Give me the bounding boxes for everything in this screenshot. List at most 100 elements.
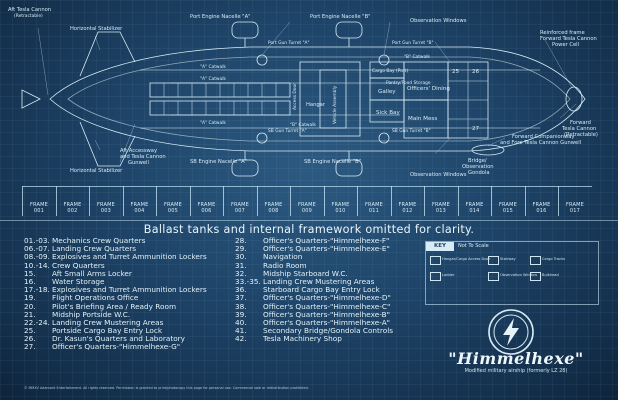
key-box: KEY Not To Scale Hangar/Cargo Access Doo…	[425, 241, 599, 305]
legend-row: 33.-35.Landing Crew Mustering Areas	[235, 277, 393, 286]
logo-subtitle: Modified military airship (formerly LZ 2…	[464, 368, 568, 374]
legend-number: 36.	[235, 285, 247, 295]
legend-row: 38. Officer's Quarters-"Himmelhexe-C"	[235, 301, 393, 311]
power-cell	[565, 86, 583, 112]
legend-text: Officer's Quarters-"Himmelhexe-C"	[263, 301, 391, 311]
frame-label: FRAME	[197, 202, 216, 208]
frame-number: 003	[100, 208, 112, 214]
label-observation-top: Observation Windows	[410, 18, 467, 24]
legend-text: Midship Starboard W.C.	[263, 268, 348, 278]
label-aft-cannon-sub: (Retractable)	[14, 13, 43, 19]
legend-text: Officer's Quarters-"Himmelhexe-E"	[263, 244, 390, 254]
port-turret-a	[256, 54, 268, 66]
copyright-notice: © MMXV Adamant Entertainment. All rights…	[24, 386, 309, 390]
frame-label: FRAME	[431, 202, 451, 208]
legend-row: 08.-09.Explosives and Turret Ammunition …	[24, 253, 207, 261]
legend-row: 31.Radio Room	[235, 261, 393, 270]
key-swatch	[530, 256, 541, 265]
lightning-emblem	[488, 309, 534, 355]
label-officers-dining: Officers' Dining	[407, 86, 450, 92]
label-sb-nacelle-b: SB Engine Nacelle "B"	[304, 159, 361, 165]
legend-text: Tesla Machinery Shop	[263, 334, 342, 344]
legend-text: Portside Cargo Bay Entry Lock	[52, 326, 163, 336]
legend-row: 28.Officer's Quarters-"Himmelhexe-F"	[235, 236, 393, 245]
legend-number: 15.	[24, 268, 36, 278]
frame-label: FRAME	[297, 202, 317, 208]
legend-text: Starboard Cargo Bay Entry Lock	[263, 285, 380, 295]
label-galley: Galley	[378, 89, 396, 95]
key-item-label: Stairway	[500, 257, 516, 261]
label-room-27: 27	[472, 126, 480, 132]
key-swatch	[488, 272, 499, 281]
legend-row: 29.Officer's Quarters-"Himmelhexe-E"	[235, 244, 393, 254]
key-title: KEY	[426, 242, 454, 251]
label-sb-turret-b: SB Gun Turret "B"	[392, 128, 431, 134]
label-reinforced-frame: Reinforced frame	[540, 30, 585, 36]
frame-number: 005	[167, 208, 179, 214]
legend-number: 26.	[24, 334, 36, 344]
legend-number: 08.-09.	[24, 252, 50, 262]
hangar	[299, 61, 361, 137]
legend-text: Officer's Quarters-"Himmelhexe-B"	[263, 309, 390, 319]
legend-number: 30.	[235, 252, 247, 262]
legend-number: 38.	[235, 301, 247, 311]
label-port-nacelle-b: Port Engine Nacelle "B"	[310, 14, 371, 20]
legend-text: Landing Crew Mustering Areas	[52, 317, 164, 327]
legend-row: 39.Officer's Quarters-"Himmelhexe-B"	[235, 309, 393, 319]
legend-number: 28.	[235, 236, 247, 245]
legend-text: Officer's Quarters-"Himmelhexe-A"	[263, 317, 391, 327]
legend-text: Crew Quarters	[52, 260, 105, 270]
legend-text: Dr. Kasun's Quarters and Laboratory	[52, 334, 186, 344]
key-scale: Not To Scale	[458, 243, 489, 249]
frame-number: 010	[335, 208, 346, 214]
legend-row: 42.Tesla Machinery Shop	[235, 335, 393, 343]
frame-label: FRAME	[163, 202, 183, 208]
legend-row: 26. Dr. Kasun's Quarters and Laboratory	[24, 335, 207, 343]
legend-row: 10.-14.Crew Quarters	[24, 260, 207, 270]
frame-label: FRAME	[29, 202, 49, 208]
label-catwalk-b-bottom: "B" Catwalk	[290, 122, 316, 128]
frame-label: FRAME	[364, 202, 384, 208]
label-aft-accessway-2: and Tesla Cannon	[120, 154, 166, 160]
legend-row: 06.-07.Landing Crew Quarters	[24, 244, 207, 254]
label-forward-cannon-2: Tesla Cannon	[561, 126, 596, 132]
legend-row: 17.-18.Explosives and Turret Ammunition …	[24, 285, 207, 294]
legend-row: 27.Officer's Quarters-"Himmelhexe-G"	[24, 343, 207, 351]
legend-row: 32.Midship Starboard W.C.	[235, 268, 393, 278]
frame-label: FRAME	[465, 202, 484, 208]
key-item-label: Hangar/Cargo Access Door	[442, 257, 491, 261]
port-nacelle-b	[335, 21, 363, 39]
label-bridge-3: Gondola	[468, 170, 490, 176]
label-port-turret-b: Port Gun Turret "B"	[392, 40, 434, 46]
lower-fin	[79, 121, 136, 167]
legend-right: 28.Officer's Quarters-"Himmelhexe-F"29.O…	[235, 236, 393, 343]
legend-row: 21.Midship Portside W.C.	[24, 310, 207, 319]
frame-number: 013	[435, 208, 447, 214]
legend-text: Explosives and Turret Ammunition Lockers	[52, 252, 207, 262]
bridge-gondola	[471, 144, 505, 156]
legend-row: 41.Secondary Bridge/Gondola Controls	[235, 326, 393, 336]
label-catwalk-a-lower: "A" Catwalk	[200, 120, 226, 126]
legend-number: 27.	[24, 342, 36, 352]
legend-row: 30.Navigation	[235, 253, 393, 261]
frame-number: 004	[134, 208, 145, 214]
frame-label: FRAME	[96, 202, 116, 208]
label-hangar: Hangar	[306, 102, 326, 108]
legend-number: 06.-07.	[24, 244, 50, 254]
legend-number: 19.	[24, 293, 36, 303]
key-item-label: Bulkhead	[542, 273, 559, 277]
label-room-25: 25	[452, 69, 460, 75]
legend-row: 20.Pilot's Briefing Area / Ready Room	[24, 302, 207, 311]
legend-number: 41.	[235, 326, 247, 336]
frame-number: 007	[234, 208, 246, 214]
legend-text: Flight Operations Office	[52, 293, 139, 303]
label-bridge-2: Observation	[462, 164, 494, 170]
